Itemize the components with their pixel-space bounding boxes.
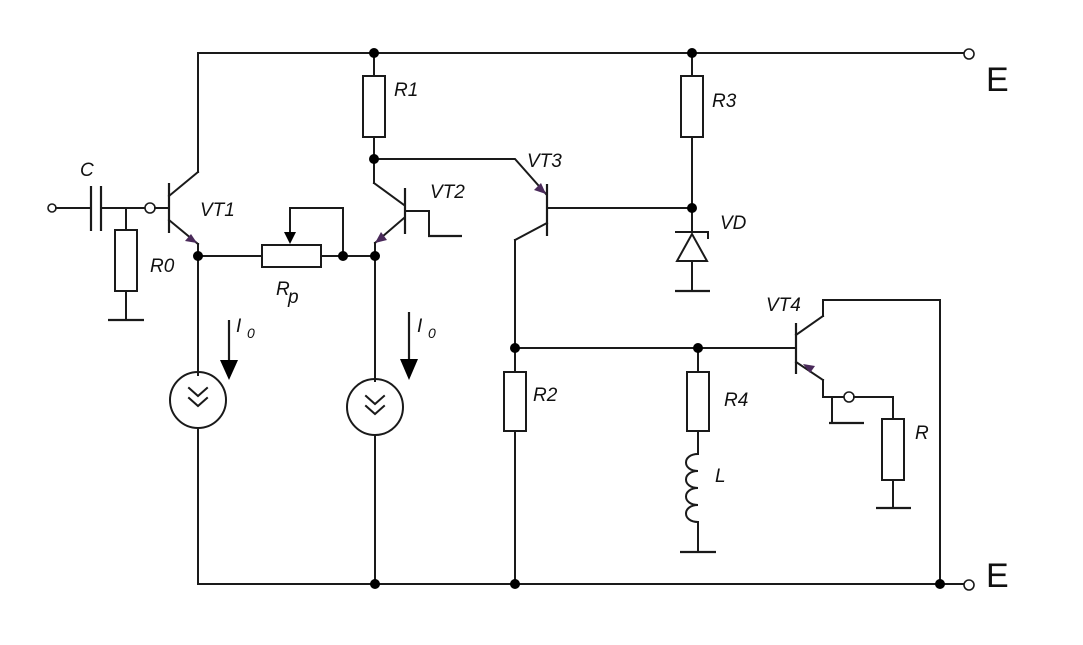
current-source-right bbox=[346, 255, 418, 585]
resistor-r bbox=[881, 418, 905, 481]
transistor-vt3 bbox=[513, 184, 693, 373]
top-rail bbox=[197, 48, 975, 173]
label-i0-right: I bbox=[417, 316, 423, 337]
label-r1: R1 bbox=[394, 80, 418, 101]
transistor-vt2 bbox=[372, 181, 462, 257]
label-rp: R bbox=[276, 279, 290, 300]
label-c: C bbox=[80, 160, 94, 181]
resistor-r3 bbox=[680, 75, 704, 138]
resistor-r1 bbox=[362, 75, 386, 138]
label-r0: R0 bbox=[150, 256, 175, 277]
resistor-r1-branch bbox=[362, 52, 548, 196]
label-vt2: VT2 bbox=[430, 182, 465, 203]
label-e-top: E bbox=[986, 61, 1009, 99]
label-i0-left: I bbox=[236, 316, 242, 337]
label-i0-right-subscript: 0 bbox=[428, 325, 436, 341]
base-node-vt1 bbox=[144, 202, 156, 214]
junction-dots bbox=[193, 48, 945, 589]
input-network bbox=[47, 186, 156, 322]
terminal-bottom bbox=[963, 579, 975, 591]
transistor-vt4 bbox=[794, 299, 941, 585]
zener-diode-vd bbox=[675, 231, 710, 293]
resistor-r4 bbox=[686, 371, 710, 432]
label-i0-left-subscript: 0 bbox=[247, 325, 255, 341]
potentiometer-rp bbox=[197, 207, 376, 268]
label-r3: R3 bbox=[712, 91, 737, 112]
label-r4: R4 bbox=[724, 390, 748, 411]
transistor-vt1 bbox=[154, 170, 200, 257]
label-vt1: VT1 bbox=[200, 200, 235, 221]
label-r2: R2 bbox=[533, 385, 558, 406]
resistor-r4-branch bbox=[686, 347, 710, 455]
bottom-rail bbox=[197, 579, 975, 591]
label-e-bottom: E bbox=[986, 557, 1009, 595]
resistor-r2 bbox=[503, 371, 527, 432]
current-source-left bbox=[169, 255, 238, 585]
input-terminal bbox=[47, 203, 57, 213]
label-vt3: VT3 bbox=[527, 151, 562, 172]
resistor-r3-branch bbox=[680, 52, 704, 233]
resistor-r2-branch bbox=[503, 371, 527, 585]
label-r: R bbox=[915, 423, 929, 444]
inductor-l bbox=[680, 452, 716, 554]
terminal-top bbox=[963, 48, 975, 60]
resistor-r0 bbox=[114, 229, 138, 292]
label-vd: VD bbox=[720, 213, 747, 234]
label-vt4: VT4 bbox=[766, 295, 801, 316]
label-rp-subscript: p bbox=[287, 287, 299, 308]
label-l: L bbox=[715, 466, 726, 487]
